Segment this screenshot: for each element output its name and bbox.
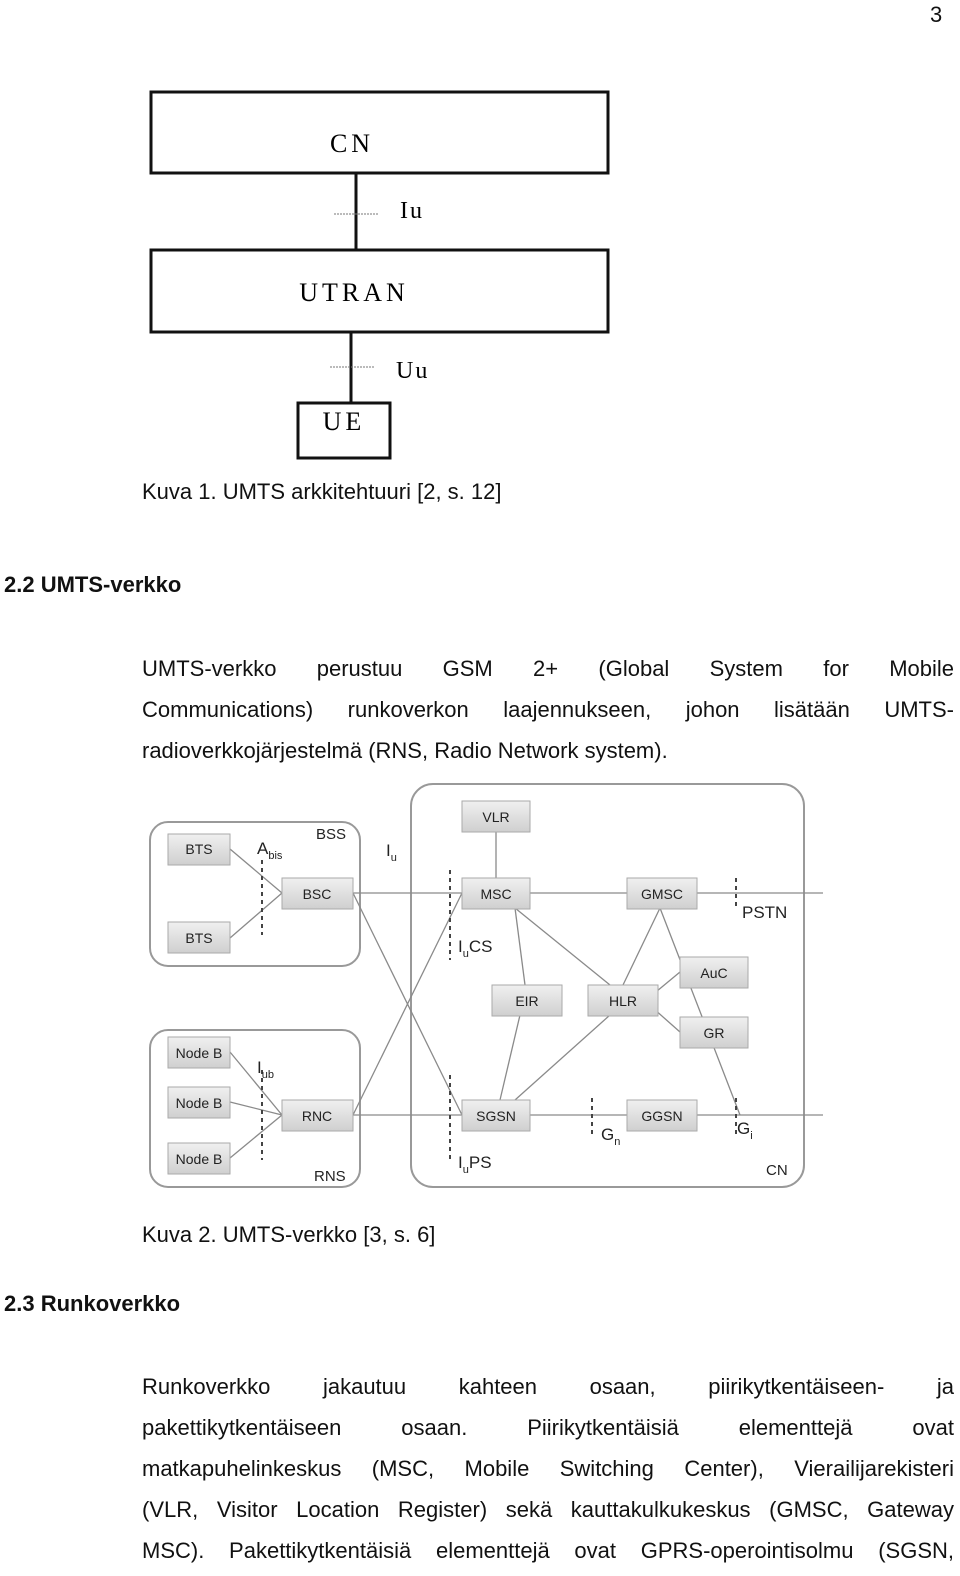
ue-box	[296, 401, 392, 460]
sgsn-node: SGSN	[461, 1099, 531, 1132]
paragraph-line: radioverkkojärjestelmä (RNS, Radio Netwo…	[142, 738, 668, 763]
node-b-2: Node B	[167, 1086, 231, 1119]
rns-group	[149, 1029, 361, 1188]
pstn-label: PSTN	[742, 903, 787, 922]
auc-node: AuC	[679, 956, 749, 989]
bts-node-2: BTS	[167, 921, 231, 954]
msc-node: MSC	[461, 877, 531, 910]
node-b-label: Node B	[176, 1095, 223, 1111]
section-2-2-heading: 2.2 UMTS-verkko	[4, 572, 182, 597]
gr-label: GR	[704, 1025, 725, 1041]
gi-interface-label: Gi	[737, 1119, 753, 1142]
cn-group	[410, 783, 805, 1188]
umts-architecture-diagram: CN Iu UTRAN Uu UE	[149, 90, 610, 460]
utran-box-label: UTRAN	[299, 278, 409, 307]
rns-label: RNS	[314, 1168, 346, 1185]
hlr-node: HLR	[587, 984, 659, 1017]
gr-node: GR	[679, 1016, 749, 1049]
umts-network-diagram: BTS BTS BSC Node B Node B Node B RNC VL	[149, 783, 823, 1188]
paragraph-line: MSC). Pakettikytkentäisiä elementtejä ov…	[142, 1538, 954, 1563]
paragraph-line: UMTS-verkko perustuu GSM 2+ (Global Syst…	[142, 656, 954, 681]
node-b-label: Node B	[176, 1045, 223, 1061]
eir-label: EIR	[515, 993, 538, 1009]
paragraph-line: (VLR, Visitor Location Register) sekä ka…	[142, 1497, 954, 1522]
section-2-2-paragraph: UMTS-verkko perustuu GSM 2+ (Global Syst…	[142, 648, 954, 771]
bts-label: BTS	[185, 930, 212, 946]
bss-group	[149, 821, 361, 967]
gmsc-node: GMSC	[626, 877, 698, 910]
bts-node-1: BTS	[167, 833, 231, 866]
rnc-node: RNC	[281, 1099, 354, 1132]
section-2-3-heading: 2.3 Runkoverkko	[4, 1291, 181, 1316]
hlr-label: HLR	[609, 993, 637, 1009]
iu-interface-label: Iu	[400, 198, 424, 224]
cn-box	[149, 90, 610, 175]
uu-interface-label: Uu	[396, 358, 429, 384]
gmsc-label: GMSC	[641, 886, 683, 902]
paragraph-line: Communications) runkoverkon laajennuksee…	[142, 697, 954, 722]
vlr-label: VLR	[482, 809, 509, 825]
cn-group-label: CN	[766, 1162, 788, 1179]
section-2-3-paragraph: Runkoverkko jakautuu kahteen osaan, piir…	[142, 1366, 954, 1571]
ggsn-node: GGSN	[626, 1099, 698, 1132]
node-b-3: Node B	[167, 1142, 231, 1175]
auc-label: AuC	[700, 965, 727, 981]
bss-label: BSS	[316, 826, 346, 843]
msc-label: MSC	[480, 886, 511, 902]
rnc-label: RNC	[302, 1108, 332, 1124]
cn-box-label: CN	[330, 129, 374, 158]
iups-interface-label: IuPS	[458, 1153, 492, 1176]
bsc-node: BSC	[281, 877, 354, 910]
ggsn-label: GGSN	[641, 1108, 682, 1124]
figure2-caption: Kuva 2. UMTS-verkko [3, s. 6]	[142, 1222, 436, 1247]
iu-interface-label: Iu	[386, 841, 397, 864]
eir-node: EIR	[491, 984, 563, 1017]
bts-label: BTS	[185, 841, 212, 857]
sgsn-label: SGSN	[476, 1108, 516, 1124]
ue-box-label: UE	[323, 407, 366, 436]
page-number: 3	[930, 2, 943, 27]
iub-interface-label: Iub	[257, 1058, 274, 1081]
paragraph-line: matkapuhelinkeskus (MSC, Mobile Switchin…	[142, 1456, 954, 1481]
bsc-label: BSC	[303, 886, 332, 902]
node-b-1: Node B	[167, 1036, 231, 1069]
abis-interface-label: Abis	[257, 839, 283, 862]
vlr-node: VLR	[461, 800, 531, 833]
paragraph-line: pakettikytkentäiseen osaan. Piirikytkent…	[142, 1415, 954, 1440]
interface-markers	[261, 860, 737, 1160]
iucs-interface-label: IuCS	[458, 937, 492, 960]
node-b-label: Node B	[176, 1151, 223, 1167]
network-links	[229, 830, 823, 1159]
utran-box	[149, 248, 610, 334]
paragraph-line: Runkoverkko jakautuu kahteen osaan, piir…	[142, 1374, 954, 1399]
figure1-caption: Kuva 1. UMTS arkkitehtuuri [2, s. 12]	[142, 479, 502, 504]
gn-interface-label: Gn	[601, 1125, 620, 1148]
